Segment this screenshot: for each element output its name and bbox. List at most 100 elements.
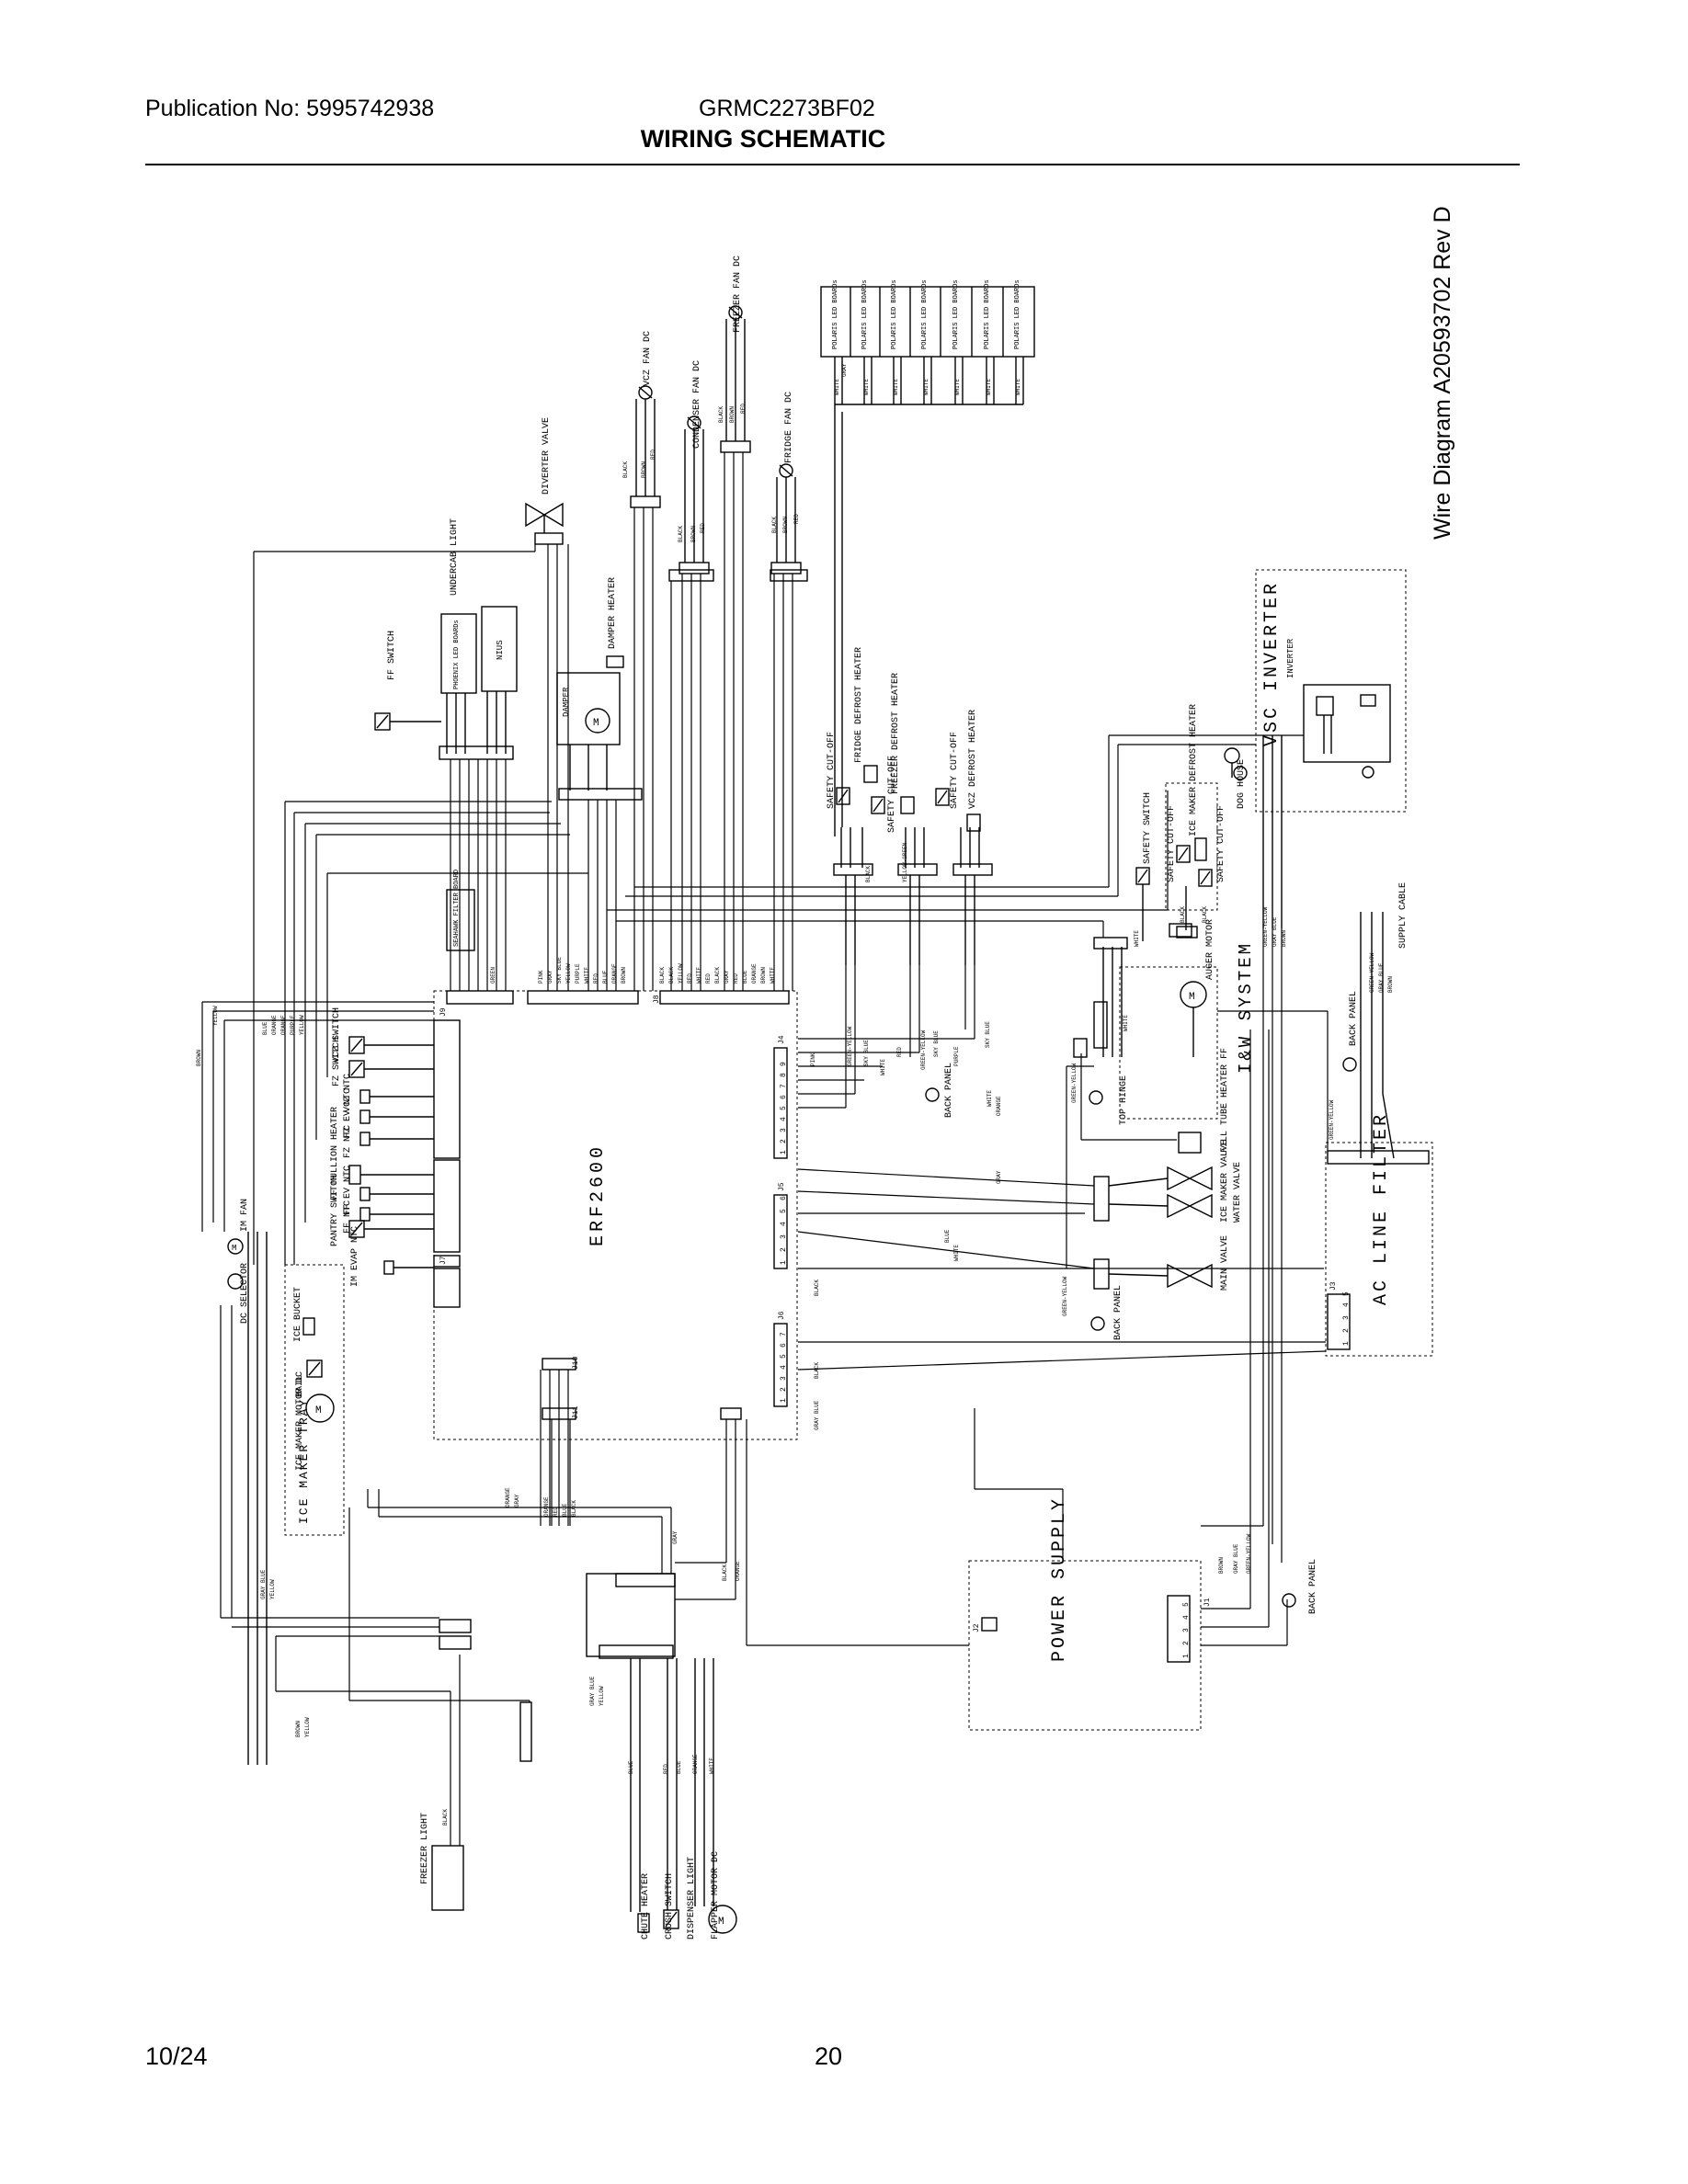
wire-color-label: RED xyxy=(593,973,599,984)
harness-wiring xyxy=(201,452,1329,1846)
vsc-inverter-label: VSC INVERTER xyxy=(1261,581,1283,746)
vcz-ntc-label: VCZ NTC xyxy=(343,1074,353,1112)
vcz-fan-label: VCZ FAN DC xyxy=(643,331,653,386)
wire-color-label: PINK xyxy=(538,970,544,984)
damper-heater-label: DAMPER HEATER xyxy=(608,577,618,649)
ice-maker-motor-label: ICE MAKER MOTOR DC xyxy=(295,1371,305,1471)
pin-number: 2 xyxy=(1182,1641,1191,1645)
pin-number: 2 xyxy=(1342,1328,1351,1333)
wire-color-label: YELLOW xyxy=(304,1717,311,1737)
back-panel-label-3: BACK PANEL xyxy=(1113,1285,1123,1340)
wire-color-label: GRAY BLUE xyxy=(1272,916,1278,947)
ice-maker-valve-label: ICE MAKER VALVE xyxy=(1220,1140,1230,1223)
pin-number: 5 xyxy=(1182,1602,1191,1607)
pin-number: 4 xyxy=(1182,1615,1191,1620)
wire-color-label: YELLOW xyxy=(678,963,684,984)
flapper-motor-label: FLAPPER MOTOR DC xyxy=(711,1851,721,1939)
wire-color-label: GRAY BLUE xyxy=(1233,1543,1239,1574)
iw-system-label: I&W SYSTEM xyxy=(1236,941,1256,1074)
bail-label: BAIL xyxy=(295,1375,305,1397)
wire-color-label: GRAY BLUE xyxy=(1378,962,1385,993)
wire-color-label: YELLOW xyxy=(299,1015,305,1035)
freezer-light-label: FREEZER LIGHT xyxy=(420,1813,430,1884)
fridge-fan-label: FRIDGE FAN DC xyxy=(784,392,794,463)
wire-color-label: WHITE xyxy=(709,1757,715,1774)
wire-color-label: RED xyxy=(793,514,800,524)
erf2600-connectors xyxy=(433,990,790,1420)
fz-ntc-label: FZ NTC xyxy=(343,1125,353,1158)
dc-selector-label: DC SELECTOR xyxy=(240,1263,250,1324)
pin-number: 8 xyxy=(780,1073,788,1077)
pin-number: 7 xyxy=(780,1332,788,1337)
polaris-led-label-5: POLARIS LED BOARDs xyxy=(952,279,960,349)
pin-number: 3 xyxy=(1342,1315,1351,1320)
wire-color-label: YELLOW xyxy=(269,1579,276,1599)
polaris-led-label-6: POLARIS LED BOARDs xyxy=(984,279,991,349)
wire-color-label: WHITE xyxy=(880,1059,886,1075)
bottom-components xyxy=(431,1573,737,1934)
fill-tube-heater-label: FILL TUBE HEATER FF xyxy=(1220,1048,1230,1153)
ice-maker-tray-label: ICE MAKER TRAY xyxy=(297,1398,311,1524)
safety-switch-label: SAFETY SWITCH xyxy=(1143,792,1153,864)
wire-color-label: WHITE xyxy=(953,1245,960,1261)
wire-color-label: GREEN xyxy=(490,967,496,984)
wire-color-label: WHITE xyxy=(1123,1015,1129,1031)
erf2600-sensors xyxy=(348,1036,434,1275)
wire-color-label: BLACK xyxy=(718,406,724,423)
wire-color-label: BLACK xyxy=(678,526,684,542)
pin-number: 5 xyxy=(780,1354,788,1359)
damper-motor xyxy=(556,655,643,801)
wire-color-label: YELLOW xyxy=(565,963,572,984)
wire-color-label: BLACK xyxy=(668,967,675,984)
wire-color-label: GRAY BLUE xyxy=(589,1676,596,1706)
wire-color-label: GREEN-YELLOW xyxy=(1062,1276,1068,1316)
chute-heater-label: CHUTE HEATER xyxy=(641,1873,651,1939)
wire-color-label: BLACK xyxy=(442,1809,449,1826)
phoenix-led-label: PHOENIX LED BOARDs xyxy=(453,620,461,689)
wire-color-label: BLACK xyxy=(1180,906,1186,923)
ff-switch-label: FF SWITCH xyxy=(387,631,397,680)
connector-j1: J1 xyxy=(1203,1598,1212,1607)
wire-color-label: BLACK xyxy=(865,866,872,882)
wire-color-label: BROWN xyxy=(729,406,736,423)
wire-color-label: GRAY xyxy=(841,363,848,377)
wire-color-label: BLACK xyxy=(659,967,666,984)
wire-color-label: WHITE xyxy=(1015,379,1021,395)
icemaker-components xyxy=(227,1232,335,1765)
wire-color-label: WHITE xyxy=(987,1090,993,1107)
power-connectors xyxy=(981,1150,1430,1663)
wire-color-label: GRAY xyxy=(547,970,553,984)
freezer-fan-label: FREEZER FAN DC xyxy=(733,256,743,333)
wire-color-label: GRAY BLUE xyxy=(260,1569,267,1599)
connector-j11: J11 xyxy=(572,1405,580,1419)
pin-number: 9 xyxy=(780,1062,788,1066)
back-panel-label-1: BACK PANEL xyxy=(1349,991,1359,1046)
wire-color-label: WHITE xyxy=(584,967,590,984)
fz-ev-ntc-label: FZ EV NTC xyxy=(343,1088,353,1138)
wire-color-label: WHITE xyxy=(696,967,702,984)
wire-color-label: BLUE xyxy=(742,970,748,984)
wire-color-label: GRAY xyxy=(996,1170,1002,1184)
wire-color-label: ORANGE xyxy=(543,1496,550,1517)
footer-page-number: 20 xyxy=(815,2042,843,2070)
pin-number: 3 xyxy=(1182,1628,1191,1632)
supply-cable xyxy=(1360,912,1395,1159)
pin-number: 1 xyxy=(1342,1341,1351,1346)
polaris-led-label-4: POLARIS LED BOARDs xyxy=(921,279,929,349)
connector-j10: J10 xyxy=(572,1356,580,1370)
fan-motors xyxy=(630,305,808,582)
pin-number: 5 xyxy=(780,1209,788,1213)
wire-color-label: BLACK xyxy=(722,1564,728,1581)
connector-j6: J6 xyxy=(778,1311,786,1320)
wire-color-label: BROWN xyxy=(1281,930,1287,947)
ff-switch-symbol xyxy=(374,712,441,731)
ground-lugs xyxy=(925,766,1357,1608)
wire-color-label: YELLOW xyxy=(212,1006,219,1026)
model-number: GRMC2273BF02 xyxy=(699,96,875,121)
pin-number: 2 xyxy=(780,1139,788,1143)
ac-line-filter-label: AC LINE FILTER xyxy=(1371,1112,1392,1305)
wire-color-label: WHITE xyxy=(954,379,961,395)
motor-symbol-damper: M xyxy=(593,718,599,729)
wire-color-label: GREEN-YELLOW xyxy=(1329,1099,1335,1140)
pin-number: 1 xyxy=(1182,1654,1191,1658)
